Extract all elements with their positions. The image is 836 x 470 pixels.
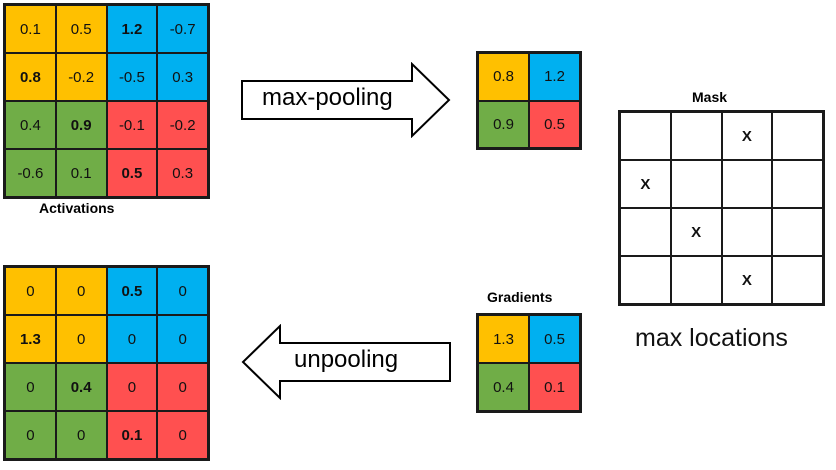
mask-cell xyxy=(772,112,823,160)
activation-cell: 0.1 xyxy=(55,149,107,197)
activation-cell: -0.2 xyxy=(157,101,208,149)
activation-cell: -0.1 xyxy=(106,101,158,149)
mask-cell xyxy=(670,160,722,208)
activation-cell: 0.9 xyxy=(55,101,107,149)
left-arrow-icon xyxy=(241,324,451,400)
max-pooling-label: max-pooling xyxy=(262,84,393,111)
activation-cell: 0.3 xyxy=(157,53,208,101)
unpooled-cell: 0 xyxy=(106,363,158,411)
unpooled-cell: 0 xyxy=(5,411,56,459)
mask-cell xyxy=(721,208,773,256)
mask-cell xyxy=(772,160,823,208)
activation-cell: 0.5 xyxy=(55,5,107,53)
pooled-cell: 0.8 xyxy=(478,53,529,101)
unpooled-cell: 0.5 xyxy=(106,267,158,315)
unpooled-cell: 0 xyxy=(157,267,208,315)
pooled-cell: 0.9 xyxy=(478,100,529,148)
gradient-cell: 0.4 xyxy=(478,363,529,411)
mask-cell xyxy=(620,112,671,160)
activations-label: Activations xyxy=(39,200,115,216)
mask-cell xyxy=(620,208,671,256)
unpooled-cell: 0.4 xyxy=(55,363,107,411)
right-arrow-icon xyxy=(241,62,451,138)
pooled-cell: 1.2 xyxy=(529,53,580,101)
gradients-label: Gradients xyxy=(487,289,553,305)
activation-cell: -0.2 xyxy=(55,53,107,101)
activation-cell: -0.7 xyxy=(157,5,208,53)
activation-cell: 0.5 xyxy=(106,149,158,197)
activation-cell: 1.2 xyxy=(106,5,158,53)
activation-cell: 0.4 xyxy=(5,101,56,149)
unpooled-cell: 1.3 xyxy=(5,315,56,363)
unpooled-cell: 0 xyxy=(55,315,107,363)
gradient-cell: 0.5 xyxy=(529,315,580,363)
gradient-cell: 1.3 xyxy=(478,315,529,363)
mask-cell: X xyxy=(620,160,671,208)
mask-cell xyxy=(670,112,722,160)
unpooled-cell: 0 xyxy=(157,363,208,411)
mask-cell xyxy=(772,256,823,304)
activation-cell: 0.1 xyxy=(5,5,56,53)
mask-cell xyxy=(721,160,773,208)
mask-cell xyxy=(670,256,722,304)
mask-cell xyxy=(772,208,823,256)
unpooled-cell: 0 xyxy=(5,267,56,315)
mask-cell xyxy=(620,256,671,304)
activation-cell: -0.6 xyxy=(5,149,56,197)
unpooled-cell: 0.1 xyxy=(106,411,158,459)
gradient-cell: 0.1 xyxy=(529,363,580,411)
unpooled-cell: 0 xyxy=(55,411,107,459)
unpooled-cell: 0 xyxy=(106,315,158,363)
mask-cell: X xyxy=(721,112,773,160)
unpooled-cell: 0 xyxy=(157,315,208,363)
mask-cell: X xyxy=(670,208,722,256)
unpooled-cell: 0 xyxy=(55,267,107,315)
activation-cell: 0.8 xyxy=(5,53,56,101)
unpooled-cell: 0 xyxy=(5,363,56,411)
max-locations-caption: max locations xyxy=(635,324,788,352)
activation-cell: 0.3 xyxy=(157,149,208,197)
unpooled-cell: 0 xyxy=(157,411,208,459)
mask-label: Mask xyxy=(692,89,728,105)
activation-cell: -0.5 xyxy=(106,53,158,101)
mask-cell: X xyxy=(721,256,773,304)
unpooling-label: unpooling xyxy=(294,346,399,373)
pooled-cell: 0.5 xyxy=(529,100,580,148)
